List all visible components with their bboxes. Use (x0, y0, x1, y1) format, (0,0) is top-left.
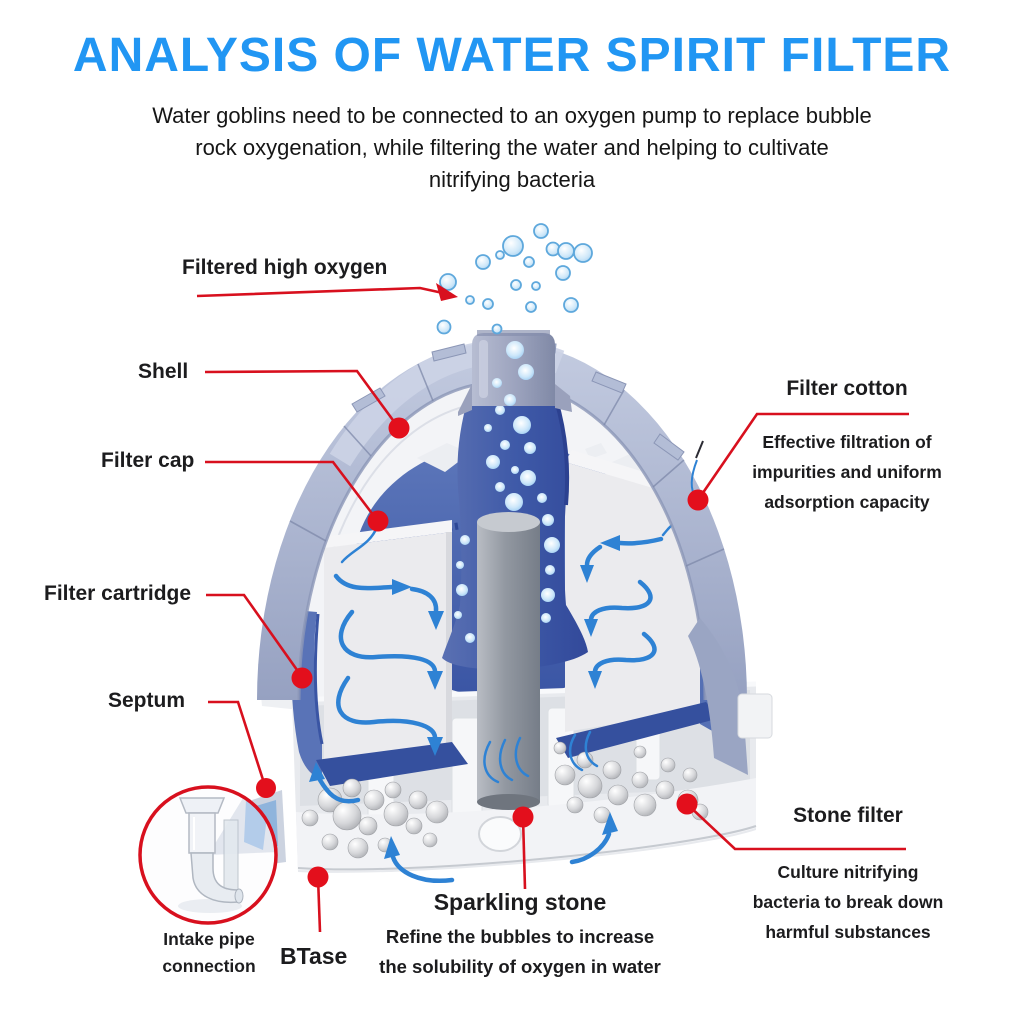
cotton-desc-2: impurities and uniform (752, 462, 942, 482)
callout-dot-shell (388, 417, 410, 439)
sparkling-desc-2: the solubility of oxygen in water (379, 956, 661, 977)
cartridge-bottom-rims (316, 702, 720, 786)
stone-filter-description: Culture nitrifying bacteria to break dow… (742, 857, 954, 947)
subtitle-line-1: Water goblins need to be connected to an… (152, 103, 872, 128)
callout-line-high-oxygen (196, 286, 453, 298)
subtitle: Water goblins need to be connected to an… (0, 100, 1024, 196)
bubble-cluster (436, 223, 593, 335)
callout-arrowhead-high-oxygen (436, 283, 458, 301)
label-filter-cartridge: Filter cartridge (44, 582, 192, 605)
callout-line-filter-cap (205, 460, 379, 521)
callout-line-filter-cartridge (206, 593, 304, 678)
dome-shell (257, 339, 773, 775)
sparkling-stone-description: Refine the bubbles to increase the solub… (368, 922, 672, 982)
flow-arrows-left (333, 525, 444, 756)
callout-dots (256, 417, 709, 888)
label-filter-cotton: Filter cotton Effective filtration of im… (742, 376, 952, 517)
callout-line-shell (204, 369, 400, 428)
label-septum: Septum (108, 689, 186, 712)
intake-line-2: connection (162, 956, 256, 976)
filter-cotton-title: Filter cotton (786, 377, 908, 400)
stone-desc-1: Culture nitrifying (777, 862, 919, 882)
filter-device-illustration (138, 223, 773, 925)
callout-dot-filter-cap (367, 510, 389, 532)
base-flow-arrows (309, 730, 618, 884)
stone-desc-2: bacteria to break down (752, 892, 944, 912)
shell-right-foot (737, 693, 773, 739)
sparkling-desc-1: Refine the bubbles to increase (385, 926, 655, 947)
shell-right-extension (688, 618, 748, 775)
callout-dot-filter-cotton (687, 489, 709, 511)
stone-desc-3: harmful substances (765, 922, 931, 942)
label-stone-filter: Stone filter Culture nitrifying bacteria… (742, 803, 954, 947)
callout-dot-stone-filter (676, 793, 698, 815)
subtitle-line-2: rock oxygenation, while filtering the wa… (195, 135, 829, 160)
label-shell: Shell (138, 360, 189, 383)
filter-cotton-description: Effective filtration of impurities and u… (742, 427, 952, 517)
callout-line-stone-filter (686, 803, 906, 851)
label-intake-pipe-connection: Intake pipe connection (128, 926, 290, 980)
label-sparkling-stone: Sparkling stone Refine the bubbles to in… (368, 888, 672, 982)
callout-dot-septum (256, 778, 276, 798)
callout-line-sparkling-stone (521, 816, 527, 890)
cotton-desc-3: adsorption capacity (764, 492, 930, 512)
magnifier-inset (138, 785, 278, 925)
page-title: ANALYSIS OF WATER SPIRIT FILTER (72, 29, 952, 82)
air-hose-tip (695, 440, 704, 459)
callout-dot-btase (307, 866, 329, 888)
sparkling-stone-title: Sparkling stone (433, 889, 607, 915)
label-filter-cap: Filter cap (101, 449, 195, 472)
callout-dot-sparkling-stone (512, 806, 534, 828)
callout-line-septum (208, 700, 267, 787)
subtitle-line-3: nitrifying bacteria (428, 167, 596, 192)
intake-line-1: Intake pipe (163, 929, 255, 949)
outlet-tube (458, 330, 572, 416)
callout-line-filter-cotton (696, 412, 909, 501)
sparkling-stone-cylinder (477, 512, 540, 810)
magnifier-ring (138, 785, 278, 925)
cotton-desc-1: Effective filtration of (762, 432, 932, 452)
callout-dot-filter-cartridge (291, 667, 313, 689)
stone-filter-title: Stone filter (793, 804, 903, 827)
label-filtered-high-oxygen: Filtered high oxygen (182, 256, 388, 279)
callout-lines (196, 283, 909, 933)
label-btase: BTase (280, 943, 348, 969)
